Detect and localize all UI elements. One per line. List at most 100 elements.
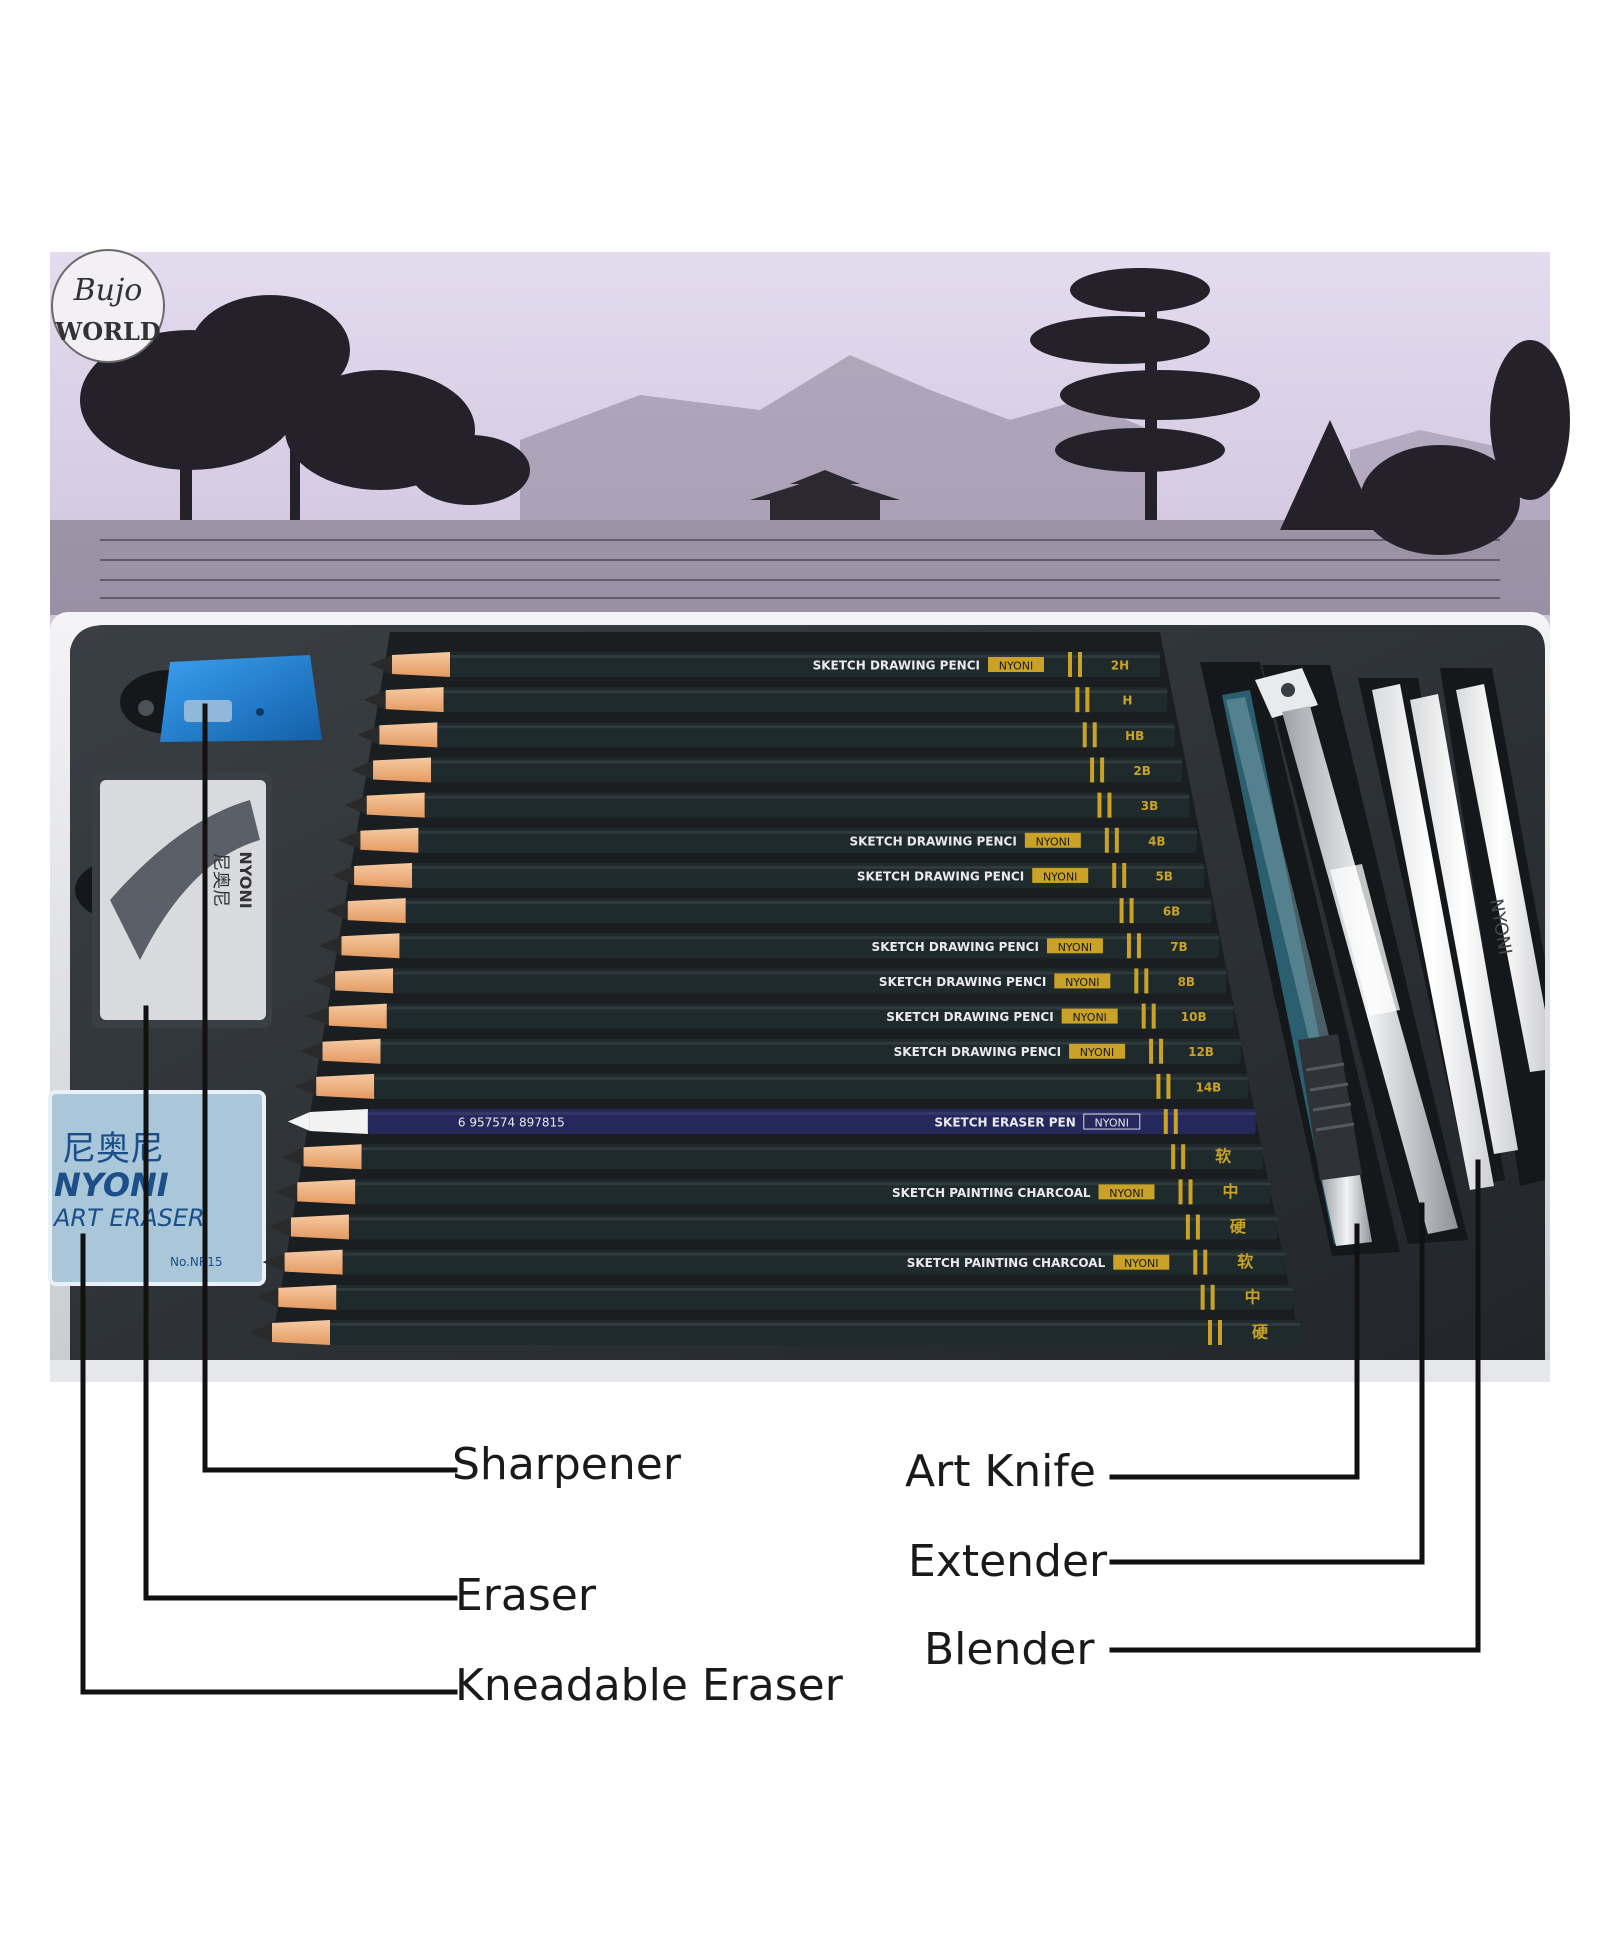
pencil-grade: HB [1125,729,1144,743]
pencil-highlight [367,1112,1256,1116]
pencil-grade: 2B [1133,764,1151,778]
pencil-gold-band [1097,792,1102,818]
pencil-wood [290,1214,349,1240]
pencil-highlight [380,1041,1242,1045]
pencil-gold-band [1134,968,1139,994]
pencil-gold-band [1136,933,1141,959]
trees-right [1030,268,1570,555]
pencil-barcode: 6 957574 897815 [458,1116,565,1130]
pencil-wood [322,1038,381,1064]
pencil-label: SKETCH DRAWING PENCI [894,1045,1061,1059]
pencil-lead [351,760,374,780]
watermark-circle [51,249,165,363]
pencil-grade: 12B [1188,1045,1214,1059]
pencil-brand-box [1061,1008,1118,1024]
pencil: 硬 [250,1320,1300,1345]
kneadable-brand: NYONI [54,1166,169,1204]
pencil-lead [370,655,392,674]
watermark-badge: Bujo WORLD [51,249,165,363]
pencil-gold-band [1085,687,1090,713]
pencil-brand: NYONI [999,660,1033,673]
pencil-highlight [450,655,1160,658]
pencil-body [399,933,1219,959]
pencil-highlight [336,1287,1293,1291]
pencil: H [363,687,1168,713]
pencil-wood [309,1109,368,1135]
pencil-label: SKETCH DRAWING PENCI [872,940,1039,954]
pencil-body [405,898,1212,924]
pencil-highlight [399,936,1219,940]
pencil-grade: 2H [1111,659,1129,673]
leader-eraser [143,1005,458,1601]
pencil-grade: 3B [1141,799,1159,813]
trees-left [80,295,530,520]
leader-kneadable [80,1233,458,1695]
pencil-wood [284,1249,343,1275]
label-extender: Extender [908,1536,1108,1587]
kneadable-pack [50,1092,264,1284]
label-eraser: Eraser [455,1570,596,1621]
pencil-gold-band [1078,652,1082,677]
pencil-brand-box [1054,973,1111,989]
pencil-lead [344,795,367,815]
pencil-grade: 8B [1178,975,1196,989]
extender [1255,668,1458,1234]
pencil-grade: 软 [1215,1147,1231,1166]
pencil-wood [373,757,432,783]
watermark-line1: Bujo [73,273,143,308]
pencil-brand: NYONI [1080,1046,1114,1059]
pencil-grade: 7B [1170,940,1188,954]
pencil-body [361,1144,1264,1170]
pencil-brand: NYONI [1109,1187,1143,1200]
label-sharpener: Sharpener [452,1439,681,1490]
pencil-lead [319,936,342,956]
pencil-grade: 中 [1245,1287,1261,1306]
pencil-gold-band [1185,1214,1190,1240]
pencil-gold-band [1126,933,1131,959]
pencil-highlight [374,1076,1249,1080]
pencil-highlight [437,725,1175,729]
pencil-lead [294,1076,317,1096]
pencil-brand-box [988,657,1044,672]
label-kneadable-eraser: Kneadable Eraser [455,1660,843,1711]
pencil-body [418,827,1197,853]
pencil: 6B [325,898,1212,924]
art-knife [1222,690,1372,1246]
pencil: HB [357,722,1175,748]
pencil-grade: 14B [1195,1080,1221,1094]
kneadable-product: ART ERASER [52,1204,205,1232]
pencil-gold-band [1193,1249,1198,1275]
pencil-wood [328,1003,387,1029]
pencil-gold-band [1151,1003,1156,1029]
pencil-brand-box [1032,867,1089,883]
pencil-gold-band [1208,1320,1212,1345]
pencil-brand-box [1098,1184,1155,1200]
pencil-highlight [443,690,1168,694]
mountain-shape [520,355,1150,520]
pencil-label: SKETCH DRAWING PENCI [857,869,1024,883]
sharpener-body [160,655,322,742]
pencil-lead [281,1147,304,1167]
pencil-body [342,1249,1286,1275]
pencil-body [437,722,1175,748]
pencil-gold-band [1114,827,1119,853]
pencil: 中 [256,1284,1293,1310]
pencil-wood [385,687,444,713]
pencil: 软 [281,1144,1264,1170]
pencil-gold-band [1068,652,1072,677]
pencil-gold-band [1178,1179,1183,1205]
pencil: 2B [351,757,1183,783]
pencil-lead [357,725,380,745]
art-knife-grip [1305,1062,1355,1132]
leader-lines [80,703,1481,1695]
extender-wrap [1330,864,1400,1016]
pencil-gold-band [1181,1144,1186,1170]
pencil-body [431,757,1183,783]
pencil-gold-band [1218,1320,1222,1345]
pencil-highlight [418,830,1197,834]
pencil-lead [325,901,348,921]
